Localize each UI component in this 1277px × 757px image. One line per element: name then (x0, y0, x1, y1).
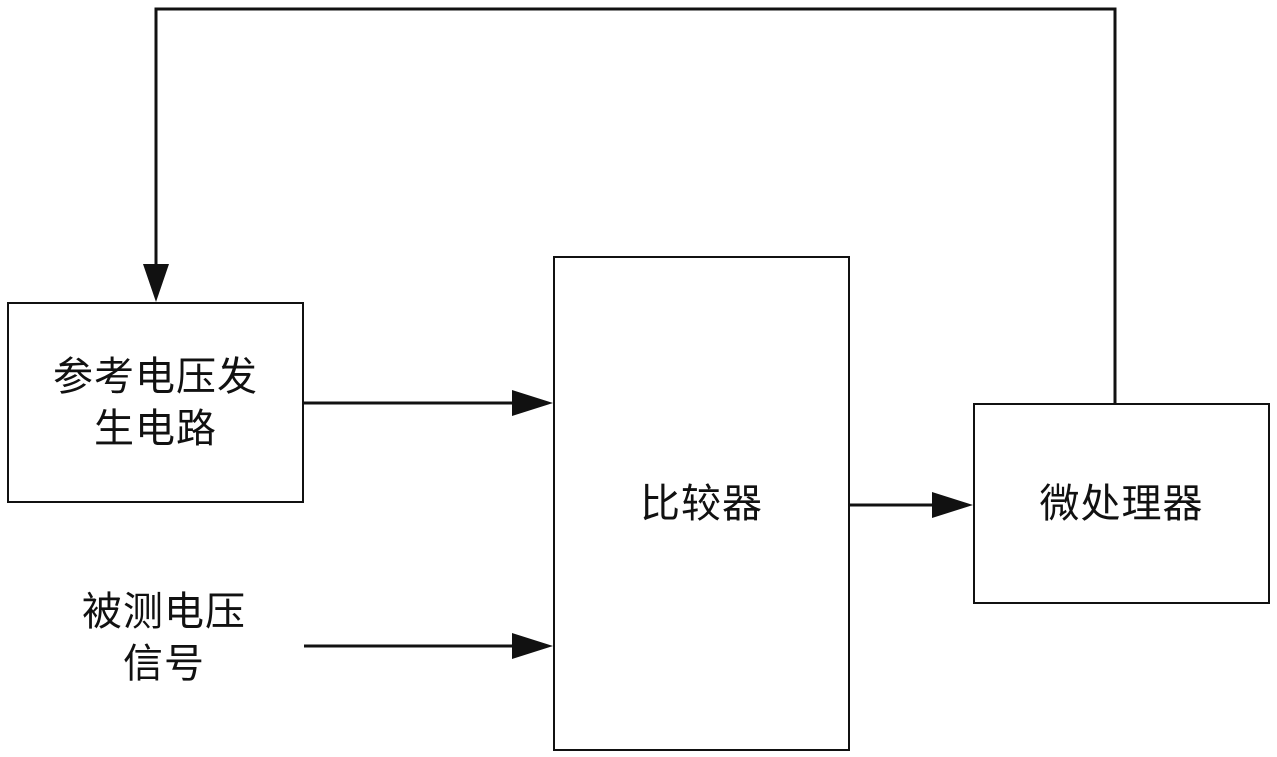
microprocessor-block: 微处理器 (973, 403, 1270, 604)
measured-voltage-signal-label-line-2: 信号 (82, 638, 246, 690)
comparator-to-microprocessor-arrowhead (932, 492, 973, 518)
measured-voltage-signal-label-line-1: 被测电压 (82, 586, 246, 638)
microprocessor-label: 微处理器 (1040, 478, 1204, 530)
reference-voltage-circuit-label: 参考电压发 生电路 (53, 351, 258, 455)
reference-voltage-circuit-label-line-2: 生电路 (53, 403, 258, 455)
feedback-arrowhead (143, 264, 169, 302)
comparator-label: 比较器 (640, 478, 763, 530)
reference-to-comparator-arrowhead (512, 390, 553, 416)
signal-to-comparator-arrowhead (512, 633, 553, 659)
comparator-block: 比较器 (553, 256, 850, 751)
reference-voltage-circuit-block: 参考电压发 生电路 (7, 302, 304, 503)
measured-voltage-signal-label: 被测电压 信号 (82, 586, 246, 690)
reference-voltage-circuit-label-line-1: 参考电压发 (53, 351, 258, 403)
